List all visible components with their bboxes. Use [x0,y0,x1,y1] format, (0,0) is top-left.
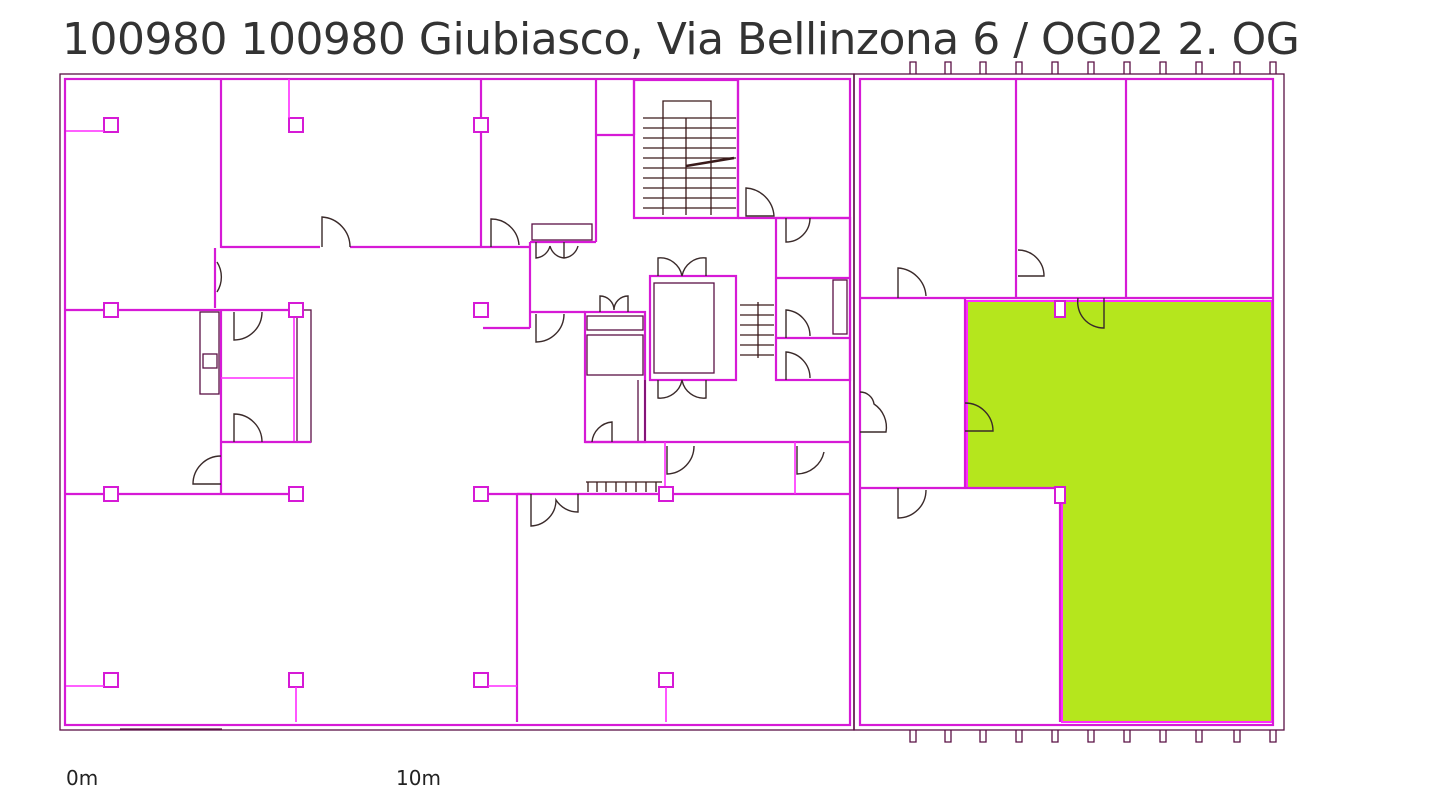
scale-end-label: 10m [396,766,441,790]
doors [192,187,1105,527]
exterior-walls [59,61,1285,743]
scale-start-label: 0m [66,766,99,790]
page-title: 100980 100980 Giubiasco, Via Bellinzona … [62,14,1300,65]
staircase [586,100,774,492]
highlighted-room[interactable] [966,300,1273,723]
structural-columns [66,79,1066,722]
